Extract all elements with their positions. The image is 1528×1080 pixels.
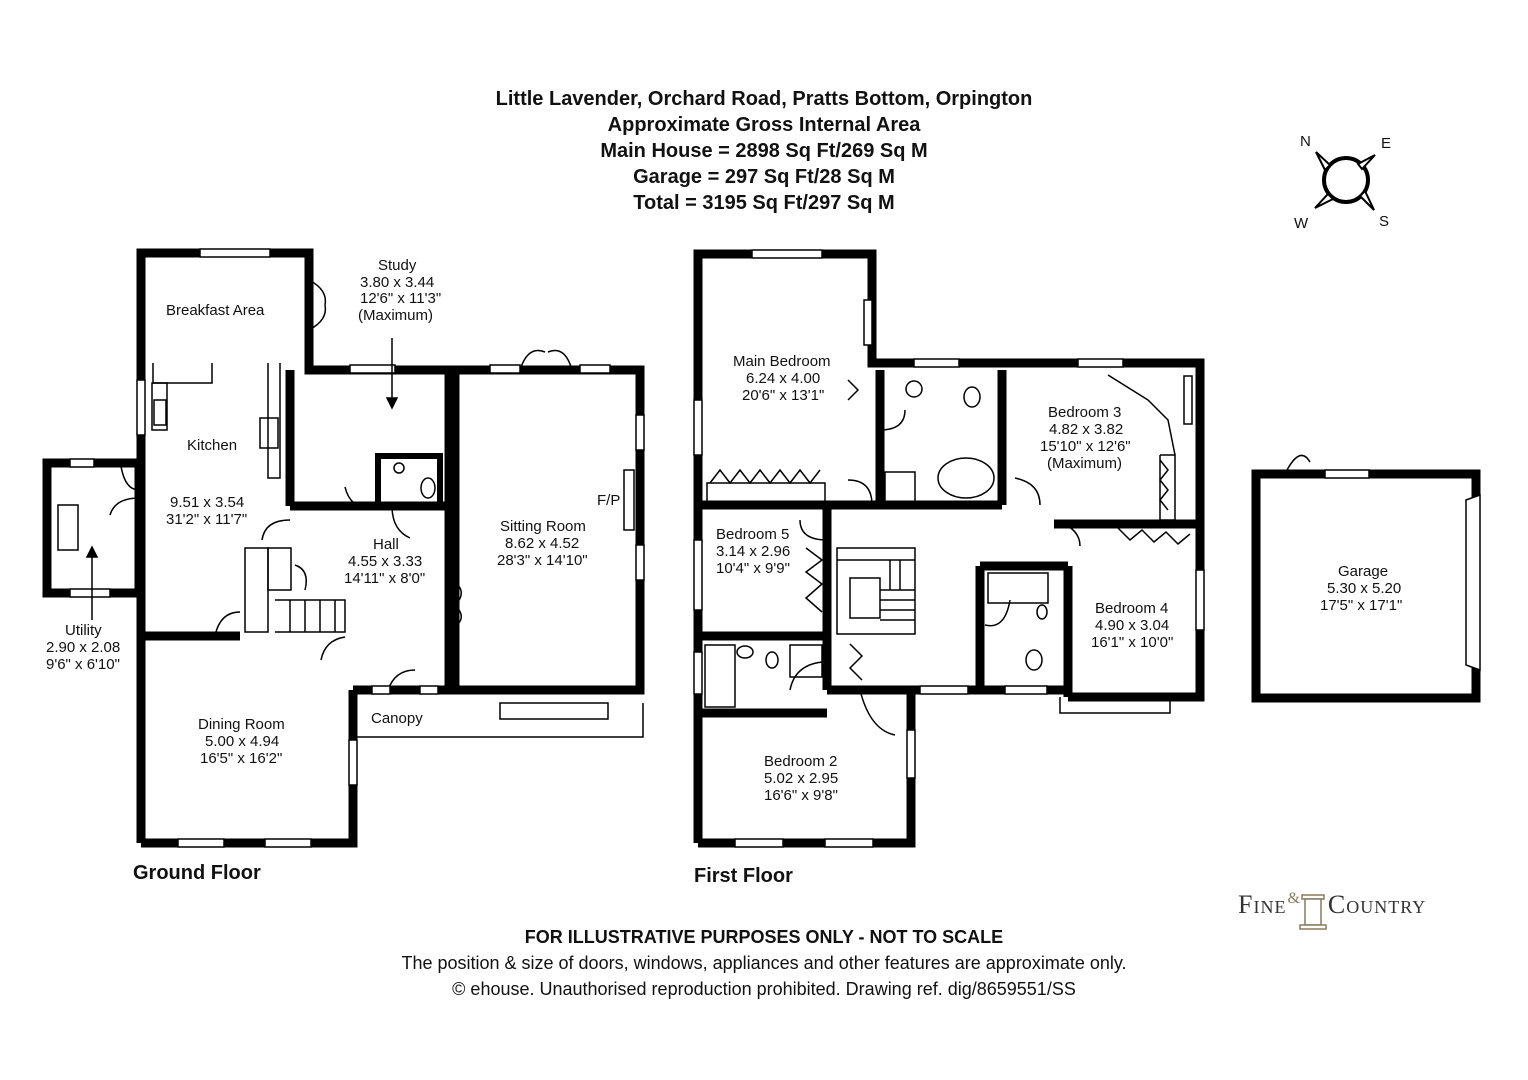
compass-s: S (1379, 213, 1389, 230)
main-bedroom-label: Main Bedroom (733, 353, 831, 370)
disclaimer-line-2: The position & size of doors, windows, a… (401, 953, 1127, 973)
bedroom-4-label: Bedroom 4 (1095, 600, 1168, 617)
total-area: Total = 3195 Sq Ft/297 Sq M (633, 192, 895, 214)
ground-floor-windows (69, 248, 645, 848)
kitchen-label: Kitchen (187, 437, 237, 454)
breakfast-area-label: Breakfast Area (166, 302, 265, 319)
bedroom-4-size-imperial: 16'1" x 10'0" (1091, 634, 1173, 651)
bedroom-3-size-metric: 4.82 x 3.82 (1049, 421, 1123, 438)
main-bedroom-size-imperial: 20'6" x 13'1" (742, 387, 824, 404)
dining-room-size-imperial: 16'5" x 16'2" (200, 750, 282, 767)
compass-w: W (1294, 215, 1309, 232)
fireplace-label: F/P (597, 492, 620, 509)
hall-size-imperial: 14'11" x 8'0" (344, 570, 425, 587)
study-size-metric: 3.80 x 3.44 (360, 274, 434, 291)
fine-country-logo-icon (1299, 894, 1327, 930)
bedroom-4-size-metric: 4.90 x 3.04 (1095, 617, 1169, 634)
bedroom-2-size-metric: 5.02 x 2.95 (764, 770, 838, 787)
title-block: Little Lavender, Orchard Road, Pratts Bo… (0, 86, 1528, 216)
logo-text-country: Country (1327, 890, 1427, 919)
compass-n: N (1300, 133, 1311, 150)
bedroom-3-maximum-note: (Maximum) (1047, 455, 1122, 472)
garage-area: Garage = 297 Sq Ft/28 Sq M (633, 166, 895, 188)
garage-size-metric: 5.30 x 5.20 (1327, 580, 1401, 597)
garage-details (1324, 469, 1481, 672)
bedroom-2-size-imperial: 16'6" x 9'8" (764, 787, 838, 804)
bedroom-2-label: Bedroom 2 (764, 753, 837, 770)
utility-size-metric: 2.90 x 2.08 (46, 639, 120, 656)
study-size-imperial: 12'6" x 11'3" (360, 290, 441, 307)
canopy-label: Canopy (371, 710, 423, 727)
main-bedroom-size-metric: 6.24 x 4.00 (746, 370, 820, 387)
first-floor-windows (693, 249, 1205, 848)
logo-text-fine: Fine (1238, 890, 1287, 919)
dining-room-size-metric: 5.00 x 4.94 (205, 733, 279, 750)
study-label: Study (378, 257, 417, 274)
utility-label: Utility (65, 622, 102, 639)
sitting-room-size-imperial: 28'3" x 14'10" (497, 552, 588, 569)
bedroom-5-size-metric: 3.14 x 2.96 (716, 543, 790, 560)
first-floor-thin-lines (704, 374, 1191, 714)
sitting-room-label: Sitting Room (500, 518, 586, 535)
compass-icon: N E W S (1294, 133, 1391, 232)
garage-size-imperial: 17'5" x 17'1" (1320, 597, 1402, 614)
first-floor-doors (789, 409, 1311, 736)
fine-country-logo: Fine& Country (1238, 890, 1426, 920)
hall-label: Hall (373, 536, 399, 553)
first-floor-walls (693, 249, 1205, 848)
bedroom-3-size-imperial: 15'10" x 12'6" (1040, 438, 1131, 455)
utility-size-imperial: 9'6" x 6'10" (46, 656, 120, 673)
bedroom-3-label: Bedroom 3 (1048, 404, 1121, 421)
first-floor-label: First Floor (694, 865, 793, 887)
ground-floor-sink-icon (57, 399, 436, 551)
kitchen-size-imperial: 31'2" x 11'7" (166, 511, 247, 528)
address-title: Little Lavender, Orchard Road, Pratts Bo… (495, 88, 1033, 110)
hall-size-metric: 4.55 x 3.33 (348, 553, 422, 570)
compass-e: E (1381, 135, 1391, 152)
disclaimer-heading: FOR ILLUSTRATIVE PURPOSES ONLY - NOT TO … (524, 927, 1004, 947)
disclaimer: FOR ILLUSTRATIVE PURPOSES ONLY - NOT TO … (0, 924, 1528, 1002)
garage-label: Garage (1338, 563, 1388, 580)
dining-room-label: Dining Room (198, 716, 285, 733)
ground-floor-doors (109, 279, 573, 691)
sitting-room-size-metric: 8.62 x 4.52 (505, 535, 579, 552)
ground-floor-label: Ground Floor (133, 862, 261, 884)
main-house-area: Main House = 2898 Sq Ft/269 Sq M (600, 140, 928, 162)
bedroom-5-size-imperial: 10'4" x 9'9" (716, 560, 790, 577)
ground-floor-arrows (85, 338, 399, 620)
bedroom-5-label: Bedroom 5 (716, 526, 789, 543)
logo-ampersand: & (1287, 890, 1301, 908)
study-maximum-note: (Maximum) (358, 307, 433, 324)
ground-floor-thin-lines (151, 363, 644, 738)
kitchen-size-metric: 9.51 x 3.54 (170, 494, 244, 511)
disclaimer-line-3: © ehouse. Unauthorised reproduction proh… (452, 979, 1076, 999)
area-subtitle: Approximate Gross Internal Area (607, 114, 921, 136)
